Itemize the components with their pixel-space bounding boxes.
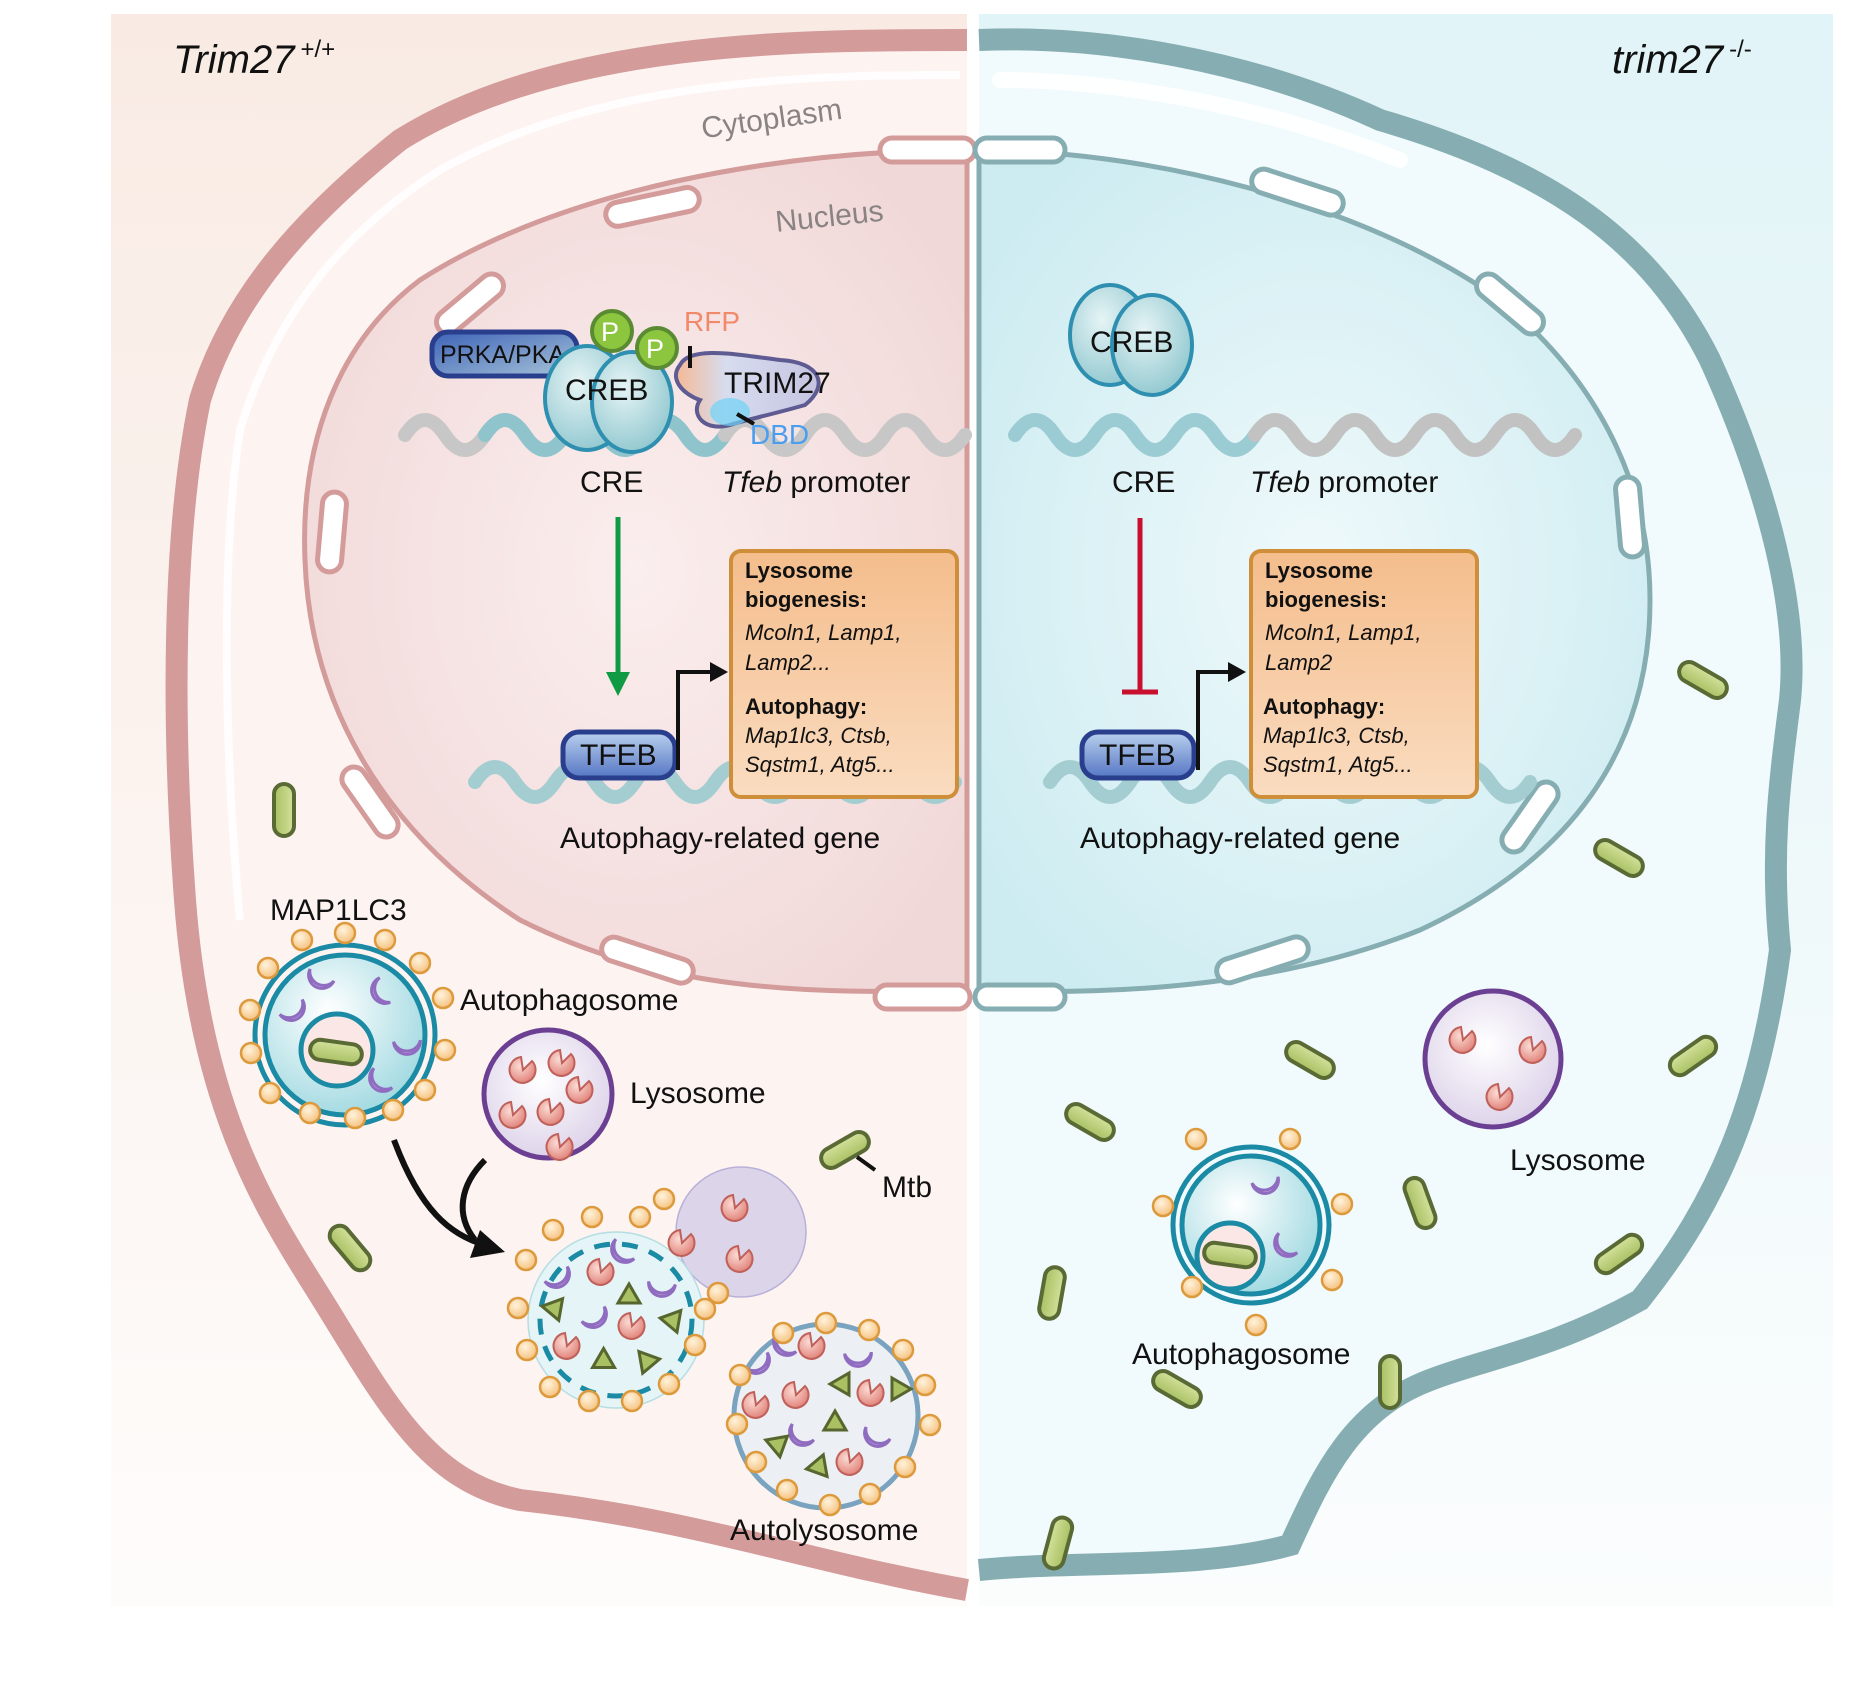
svg-text:Sqstm1, Atg5...: Sqstm1, Atg5...	[745, 752, 895, 777]
ko-gene-box: Lysosome biogenesis: Mcoln1, Lamp1, Lamp…	[1249, 549, 1479, 799]
rfp-label: RFP	[684, 306, 740, 337]
svg-text:Lysosome: Lysosome	[1265, 558, 1373, 583]
fusing-vesicle	[506, 1166, 807, 1413]
ko-autophagosome	[1151, 1127, 1354, 1337]
svg-text:Autophagy:: Autophagy:	[745, 694, 867, 719]
wt-nuclear-pores	[315, 135, 978, 1012]
autolysosome	[725, 1311, 942, 1517]
ko-tfeb-protein	[1079, 729, 1197, 781]
svg-text:Mcoln1, Lamp1,: Mcoln1, Lamp1,	[745, 620, 902, 645]
svg-text:Map1lc3, Ctsb,: Map1lc3, Ctsb,	[745, 723, 892, 748]
wt-tfeb-protein	[560, 729, 678, 781]
dbd-label: DBD	[750, 419, 809, 450]
svg-text:P: P	[646, 334, 664, 364]
wt-lysosome-label: Lysosome	[630, 1077, 766, 1110]
ko-panel: trim27-/- CREB CRE Tfeb promoter TFEB	[972, 14, 1833, 1606]
svg-text:CREB: CREB	[565, 374, 648, 407]
svg-text:Lamp2...: Lamp2...	[745, 650, 831, 675]
ko-genotype-label: trim27-/-	[1612, 36, 1752, 82]
autolysosome-label: Autolysosome	[730, 1514, 918, 1547]
map1lc3-label: MAP1LC3	[270, 894, 407, 927]
ko-lysosome-label: Lysosome	[1510, 1144, 1646, 1177]
mtb-label: Mtb	[882, 1171, 932, 1204]
svg-text:CREB: CREB	[1090, 326, 1173, 359]
svg-text:P: P	[601, 317, 619, 347]
fusion-arrow	[391, 1138, 505, 1258]
svg-text:PRKA/PKA: PRKA/PKA	[440, 341, 565, 369]
ko-promoter-label: Tfeb promoter	[1250, 466, 1438, 499]
inhibition-bar	[1122, 518, 1158, 695]
svg-text:TFEB: TFEB	[580, 739, 657, 772]
wt-genotype-label: Trim27+/+	[173, 36, 335, 82]
svg-text:TFEB: TFEB	[1099, 739, 1176, 772]
svg-text:Sqstm1, Atg5...: Sqstm1, Atg5...	[1263, 752, 1413, 777]
wt-lysosome	[481, 1027, 615, 1161]
phospho-group-1: P	[590, 309, 634, 353]
ko-autophagosome-label: Autophagosome	[1132, 1338, 1351, 1371]
svg-text:Map1lc3, Ctsb,: Map1lc3, Ctsb,	[1263, 723, 1410, 748]
ko-cre-label: CRE	[1112, 466, 1175, 499]
wt-target-gene-label: Autophagy-related gene	[560, 822, 880, 855]
mtb-bacterium	[272, 782, 296, 838]
svg-text:Mcoln1, Lamp1,: Mcoln1, Lamp1,	[1265, 620, 1422, 645]
svg-text:biogenesis:: biogenesis:	[1265, 587, 1387, 612]
wt-cre-label: CRE	[580, 466, 643, 499]
svg-text:Lamp2: Lamp2	[1265, 650, 1332, 675]
ko-target-gene-label: Autophagy-related gene	[1080, 822, 1400, 855]
ko-nuclear-pores	[972, 135, 1647, 1012]
wt-gene-box: Lysosome biogenesis: Mcoln1, Lamp1, Lamp…	[729, 549, 959, 799]
trim27-label: TRIM27	[724, 367, 831, 400]
activation-arrow	[606, 517, 630, 696]
svg-text:Lysosome: Lysosome	[745, 558, 853, 583]
wt-promoter-label: Tfeb promoter	[722, 466, 910, 499]
svg-text:biogenesis:: biogenesis:	[745, 587, 867, 612]
ko-lysosome	[1422, 988, 1564, 1130]
svg-text:Autophagy:: Autophagy:	[1263, 694, 1385, 719]
wt-autophagosome	[238, 921, 457, 1130]
phospho-group-2: P	[635, 326, 679, 370]
wt-panel: Cytoplasm Nucleus Trim27+/+ PRKA/PKA CRE…	[111, 14, 978, 1606]
wt-autophagosome-label: Autophagosome	[460, 984, 679, 1017]
